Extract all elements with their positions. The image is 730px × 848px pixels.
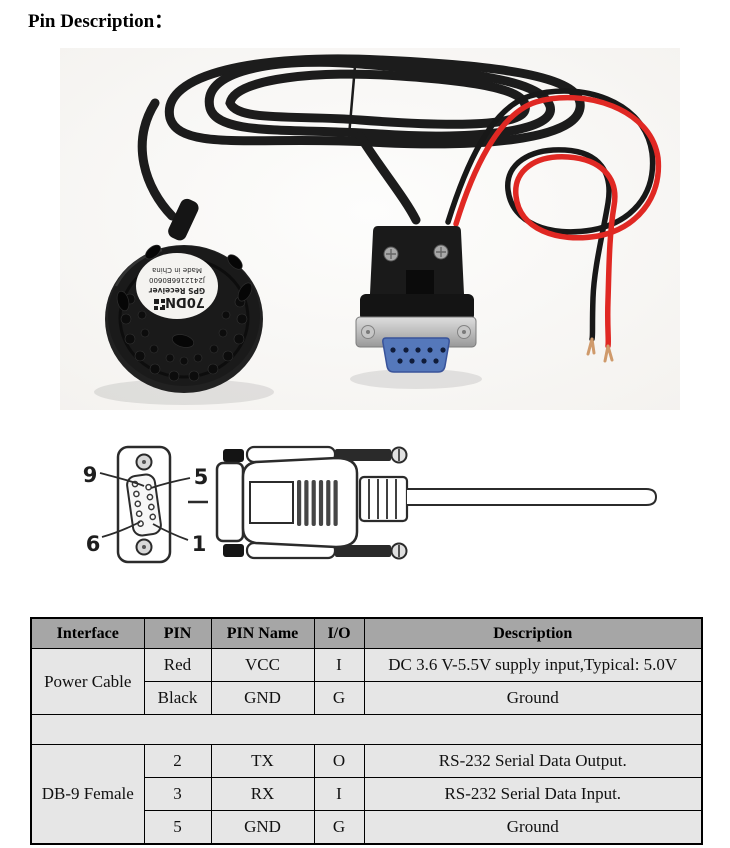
description-cell: Ground — [363, 681, 703, 715]
gps-receiver-puck: 70DN GPS Receiver J2412166B0600 Made in … — [105, 198, 263, 393]
interface-cell: Power Cable — [30, 648, 145, 715]
table-spacer-row — [31, 714, 702, 745]
cable-side-view — [407, 488, 658, 506]
puck-mount-holes — [116, 244, 253, 348]
header-pin-name: PIN Name — [210, 617, 315, 649]
table-row: Black GND G Ground — [31, 681, 703, 715]
device-model: 70DN — [165, 294, 205, 309]
description-cell: RS-232 Serial Data Output. — [363, 744, 703, 778]
blue-dsub-insert — [382, 337, 450, 373]
pin-name-cell: RX — [210, 777, 315, 811]
pin-cell: Black — [143, 681, 212, 715]
table-row: 3 RX I RS-232 Serial Data Input. — [31, 777, 703, 811]
io-cell: G — [313, 681, 365, 715]
header-description: Description — [363, 617, 703, 649]
db9-connector-photo — [355, 226, 477, 373]
pin-name-cell: GND — [210, 810, 315, 845]
interface-cell: DB-9 Female — [30, 744, 145, 845]
table-row: 5 GND G Ground — [31, 810, 703, 845]
device-product: GPS Receiver — [149, 286, 206, 295]
description-cell: DC 3.6 V-5.5V supply input,Typical: 5.0V — [363, 648, 703, 682]
product-photo-svg: 70DN GPS Receiver J2412166B0600 Made in … — [60, 48, 680, 410]
pin-name-cell: VCC — [210, 648, 315, 682]
pin-name-cell: GND — [210, 681, 315, 715]
socket-holes — [390, 347, 446, 364]
device-serial: J2412166B0600 — [149, 276, 206, 284]
table-header-row: Interface PIN PIN Name I/O Description — [30, 617, 703, 649]
pinout-diagram-svg: 9 5 6 1 — [83, 445, 658, 564]
pin-label-5: 5 — [194, 465, 209, 489]
page-title: Pin Description： — [28, 11, 174, 32]
io-cell: G — [313, 810, 365, 845]
io-cell: I — [313, 777, 365, 811]
qr-code-icon — [154, 299, 165, 310]
product-photo: 70DN GPS Receiver J2412166B0600 Made in … — [60, 48, 680, 410]
pin-description-table: Interface PIN PIN Name I/O Description P… — [30, 617, 703, 845]
flange-posts — [361, 325, 471, 339]
header-pin: PIN — [143, 617, 212, 649]
cable-strain-relief — [168, 198, 199, 241]
io-cell: I — [313, 648, 365, 682]
bare-copper-tip-red — [603, 344, 614, 363]
pin-label-6: 6 — [86, 532, 101, 556]
puck-dimples — [120, 293, 248, 382]
pin-cell: 2 — [143, 744, 212, 778]
header-interface: Interface — [30, 617, 145, 649]
pin-label-9: 9 — [83, 463, 98, 487]
pinout-diagram: 9 5 6 1 — [60, 425, 700, 585]
io-cell: O — [313, 744, 365, 778]
front-view-pins — [131, 480, 157, 528]
device-origin: Made in China — [152, 266, 202, 274]
grip-ridges — [297, 480, 338, 526]
power-wires — [445, 88, 662, 363]
red-wire — [453, 94, 662, 349]
connector-shadow — [350, 369, 482, 389]
pin-leader-lines — [99, 472, 191, 541]
pin-cell: 5 — [143, 810, 212, 845]
description-cell: RS-232 Serial Data Input. — [363, 777, 703, 811]
pin-cell: 3 — [143, 777, 212, 811]
table-row: Power Cable Red VCC I DC 3.6 V-5.5V supp… — [30, 648, 703, 715]
pin-name-cell: TX — [210, 744, 315, 778]
hood-screws — [383, 244, 449, 262]
table-row: DB-9 Female 2 TX O RS-232 Serial Data Ou… — [30, 744, 703, 845]
pin-cell: Red — [143, 648, 212, 682]
pin-label-1: 1 — [192, 532, 207, 556]
db9-front-view — [99, 445, 191, 564]
header-io: I/O — [313, 617, 365, 649]
device-label-text: 70DN GPS Receiver J2412166B0600 Made in … — [149, 266, 206, 310]
bare-copper-tip-black — [586, 337, 596, 356]
spacer-cell — [31, 714, 702, 745]
db9-side-view — [215, 445, 658, 560]
description-cell: Ground — [363, 810, 703, 845]
